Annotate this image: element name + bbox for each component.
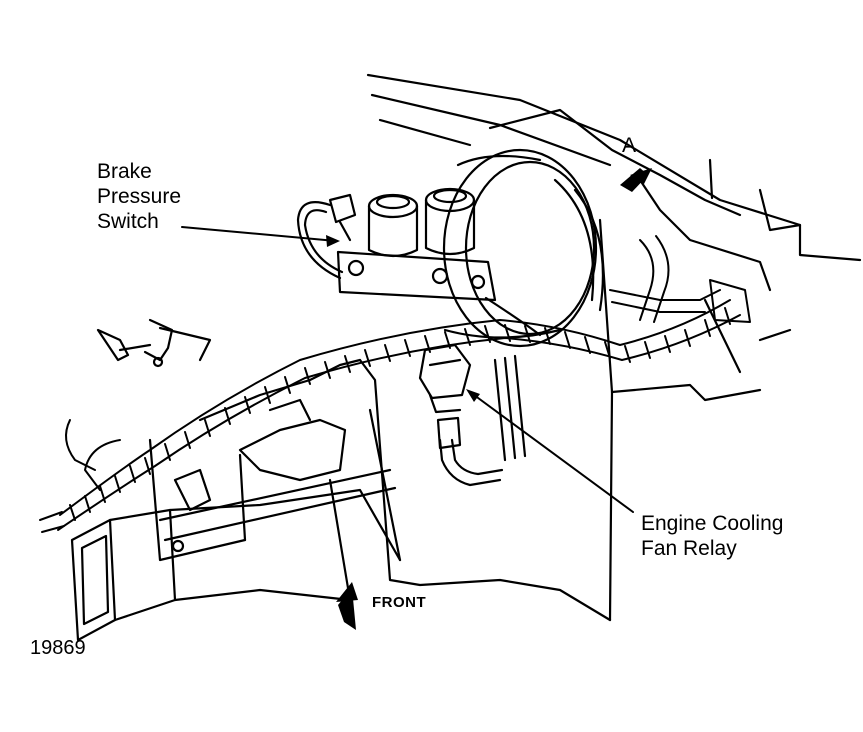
firewall-cowl bbox=[366, 73, 862, 622]
relay-leader-arrowhead bbox=[466, 389, 480, 402]
fan-relay-body bbox=[418, 343, 472, 414]
brake-lines bbox=[296, 201, 542, 337]
figure-number: 19869 bbox=[30, 637, 86, 659]
inner-fender bbox=[148, 358, 612, 622]
front-label: FRONT bbox=[372, 594, 427, 611]
master-cylinder bbox=[328, 187, 497, 302]
brake-label-line-2: Pressure bbox=[97, 185, 182, 208]
view-marker-label: A bbox=[622, 134, 637, 157]
brake-pressure-switch-label: Brake Pressure Switch bbox=[97, 159, 181, 234]
relay-leader-line bbox=[469, 391, 634, 513]
relay-label-line-2: Fan Relay bbox=[641, 537, 737, 560]
brake-label-line-1: Brake bbox=[97, 160, 152, 183]
view-arrow-icon bbox=[620, 168, 652, 192]
brake-switch-leader-arrowhead bbox=[326, 235, 340, 247]
front-arrow-icon bbox=[336, 582, 358, 630]
engine-cooling-fan-relay-label: Engine Cooling Fan Relay bbox=[641, 511, 783, 561]
brake-label-line-3: Switch bbox=[97, 210, 159, 233]
frame-rail bbox=[70, 488, 402, 642]
brake-booster bbox=[442, 148, 605, 348]
relay-label-line-1: Engine Cooling bbox=[641, 512, 784, 535]
brake-switch-leader-line bbox=[181, 226, 337, 242]
relay-wiring bbox=[436, 354, 527, 487]
headlamp-connector bbox=[96, 318, 212, 368]
